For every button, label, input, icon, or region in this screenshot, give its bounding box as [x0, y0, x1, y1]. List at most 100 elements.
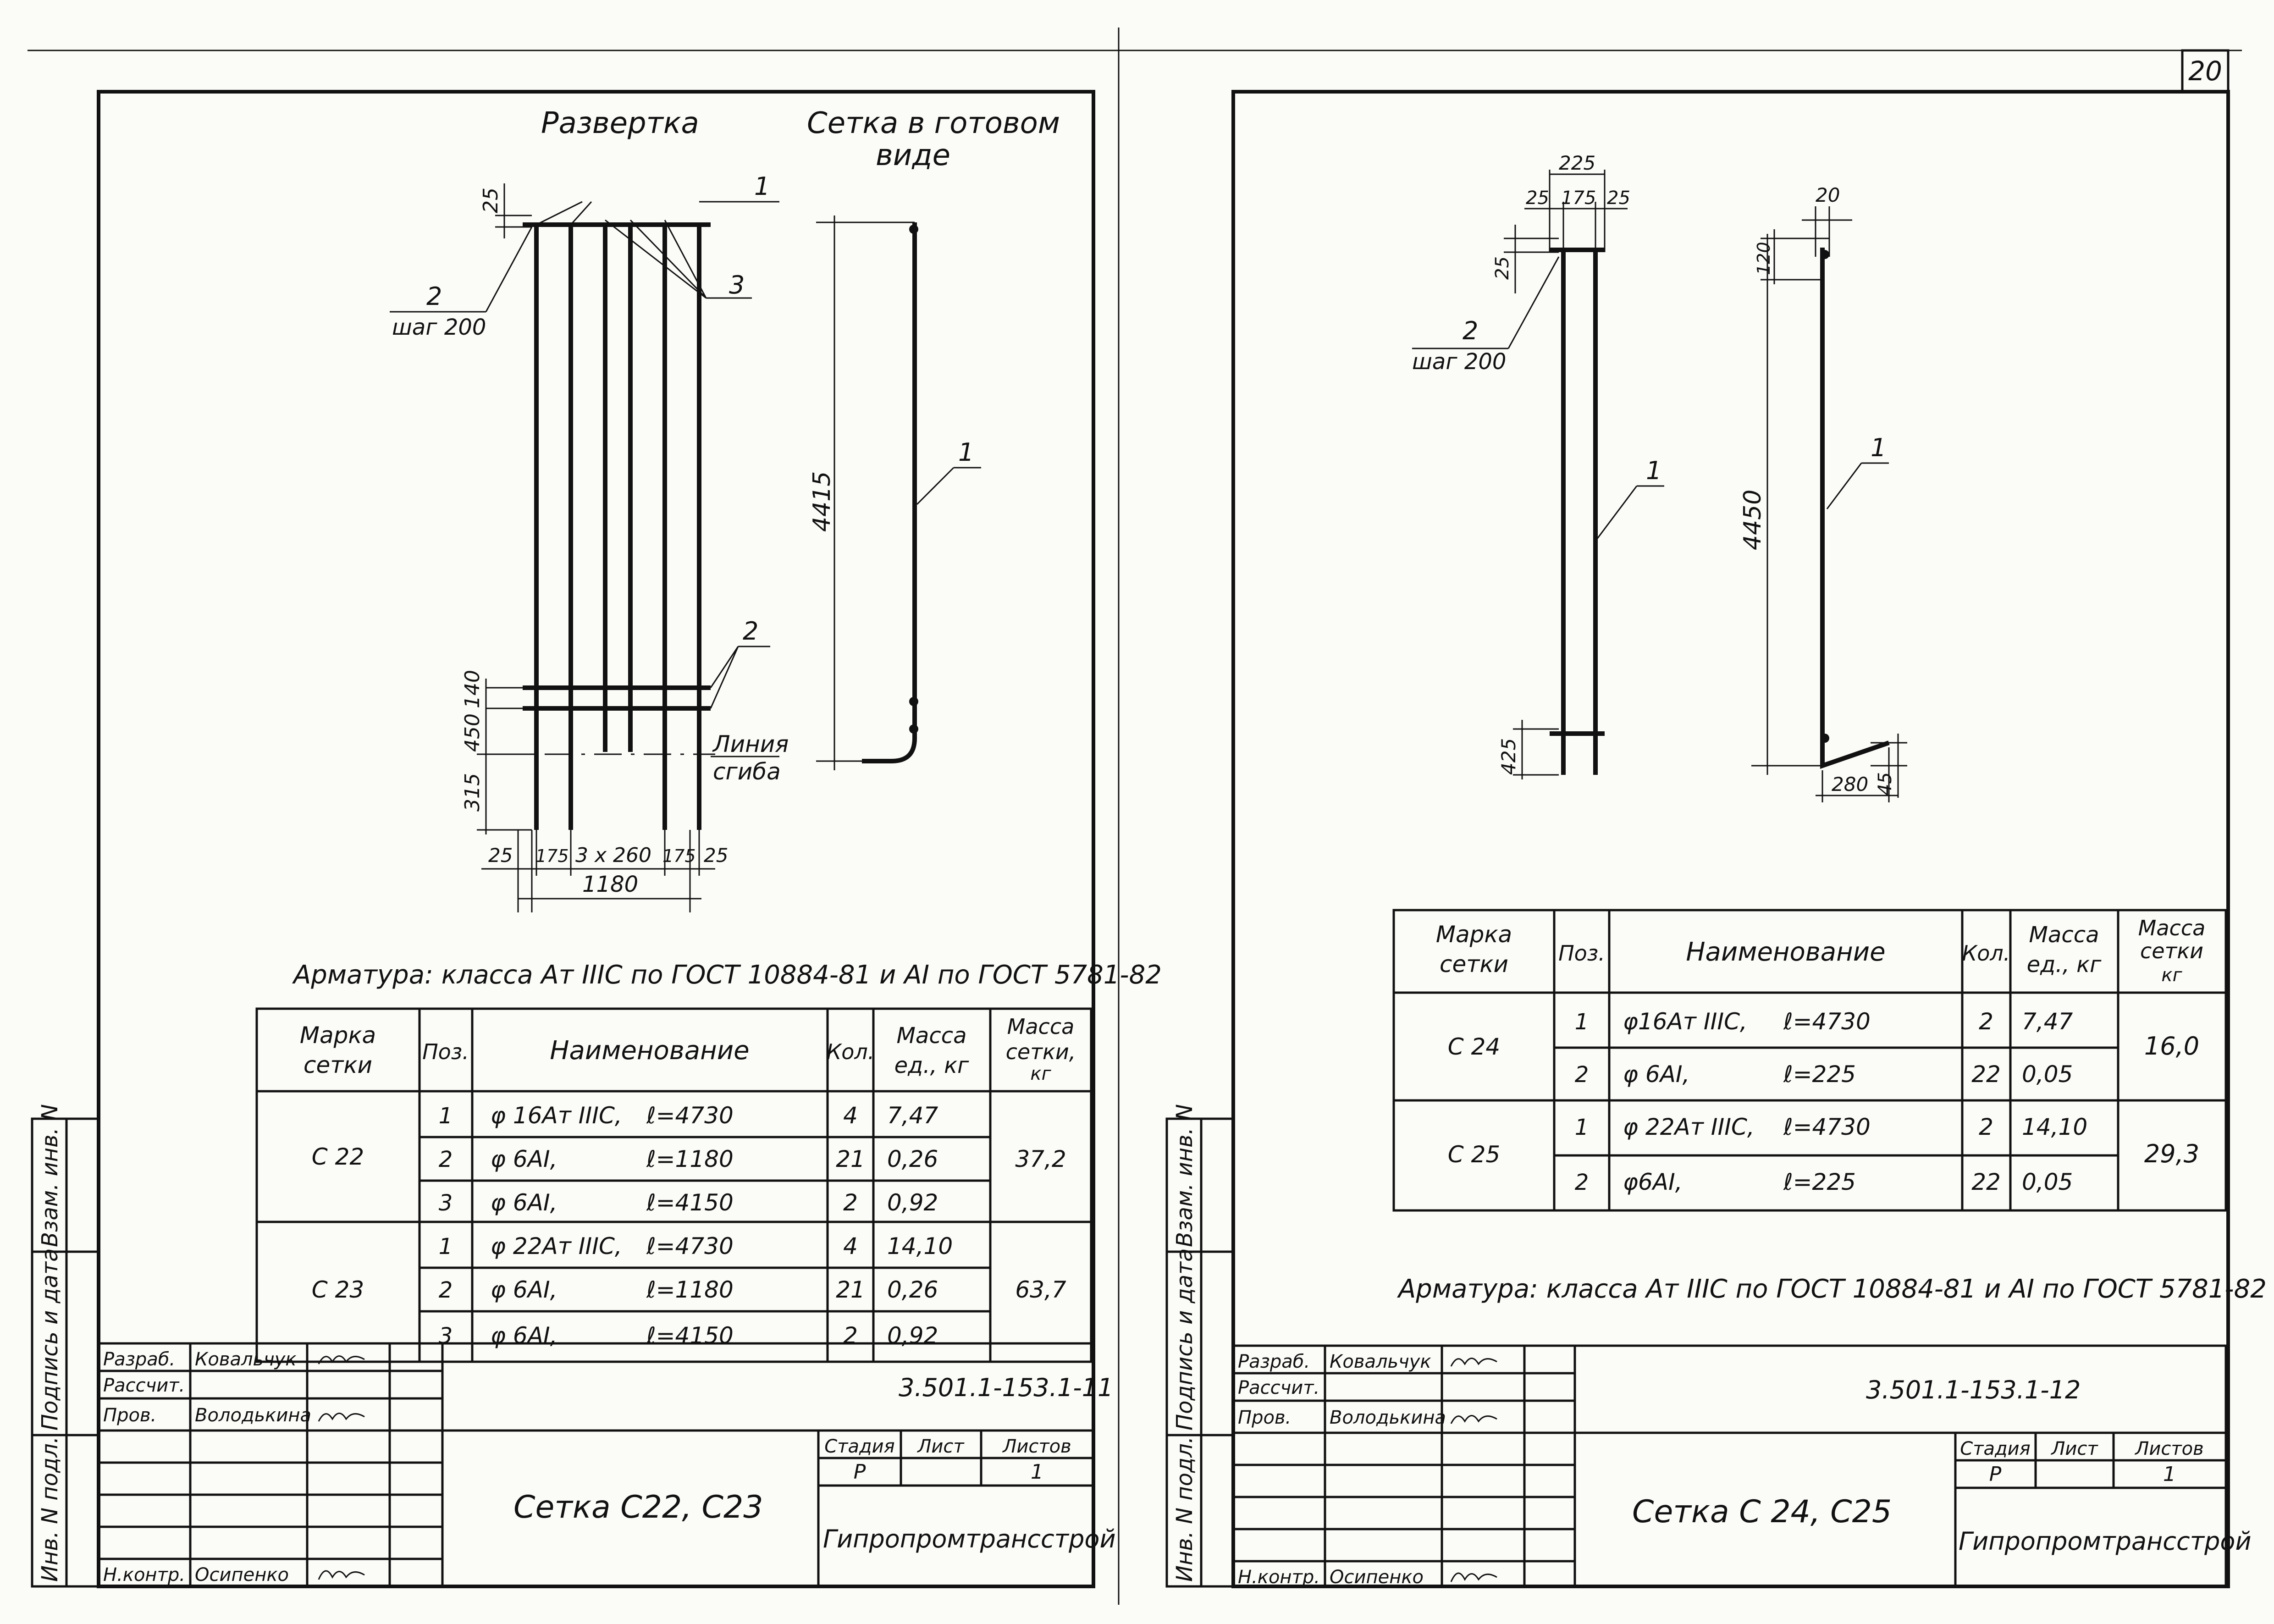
- document-code-r: 3.501.1-153.1-12: [1866, 1375, 2081, 1404]
- dim-45-r: 45: [1875, 772, 1896, 795]
- table-cell: С 22: [312, 1143, 364, 1170]
- title-unfolded: Развертка: [541, 106, 699, 140]
- svg-text:2: 2: [843, 1189, 858, 1216]
- svg-text:Володькина: Володькина: [1330, 1407, 1446, 1428]
- svg-text:0,92: 0,92: [887, 1189, 938, 1216]
- svg-text:Пров.: Пров.: [1238, 1407, 1291, 1428]
- svg-text:1: 1: [1575, 1009, 1589, 1035]
- svg-text:Поз.: Поз.: [422, 1039, 469, 1064]
- dim-140: 140: [461, 670, 484, 708]
- svg-text:0,05: 0,05: [2022, 1169, 2073, 1195]
- dim-3x260: 3 x 260: [575, 844, 651, 867]
- svg-text:2: 2: [1979, 1114, 1993, 1140]
- callout-2: 2: [426, 282, 442, 311]
- svg-text:Стадия: Стадия: [824, 1436, 894, 1457]
- svg-text:Масса: Масса: [1007, 1014, 1075, 1039]
- bend-line-1: Линия: [712, 731, 789, 757]
- svg-text:1: 1: [439, 1234, 453, 1259]
- rebar-note-right: Арматура: класса Ат IIIС по ГОСТ 10884-8…: [1397, 1274, 2267, 1304]
- svg-text:Разраб.: Разраб.: [1238, 1351, 1310, 1372]
- svg-text:φ 16Ат IIIС,: φ 16Ат IIIС,: [491, 1102, 622, 1129]
- svg-text:4: 4: [843, 1102, 858, 1129]
- svg-text:1: 1: [2163, 1463, 2176, 1486]
- document-code: 3.501.1-153.1-11: [899, 1373, 1113, 1402]
- stamp-title-r: Сетка С 24, С25: [1632, 1494, 1892, 1530]
- right-signatures: [1450, 1358, 1497, 1582]
- dim-25a-r: 25: [1526, 188, 1549, 209]
- sheet-frames: [28, 28, 2242, 1605]
- table-cell: 63,7: [1015, 1276, 1066, 1303]
- dim-120-r: 120: [1754, 242, 1774, 275]
- table-cell: 37,2: [1015, 1146, 1066, 1172]
- right-stamp: [1232, 1344, 2227, 1588]
- left-unfolded-mesh: [390, 183, 779, 912]
- dim-4415: 4415: [808, 471, 836, 532]
- stamp-title: Сетка С22, С23: [513, 1489, 763, 1525]
- svg-text:22: 22: [1971, 1169, 2001, 1195]
- table-cell: С 23: [312, 1276, 364, 1303]
- svg-text:Рассчит.: Рассчит.: [1238, 1377, 1319, 1398]
- callout-1a-r: 1: [1646, 456, 1661, 485]
- svg-text:Пров.: Пров.: [103, 1405, 156, 1426]
- svg-text:0,26: 0,26: [887, 1146, 938, 1172]
- side-label-signature-r: Подпись и дата: [1172, 1248, 1198, 1431]
- svg-text:Поз.: Поз.: [1558, 941, 1605, 966]
- right-table-header: Марка сетки Поз. Наименование Кол. Масса…: [1436, 916, 2206, 986]
- svg-text:0,05: 0,05: [2022, 1061, 2073, 1088]
- svg-text:сетки: сетки: [304, 1052, 372, 1078]
- svg-text:φ16Ат IIIС,: φ16Ат IIIС,: [1623, 1008, 1747, 1035]
- callout-1b-r: 1: [1871, 433, 1886, 462]
- svg-text:2: 2: [1575, 1170, 1589, 1195]
- svg-text:φ 22Ат IIIС,: φ 22Ат IIIС,: [491, 1233, 622, 1259]
- svg-text:Р: Р: [1989, 1463, 2002, 1486]
- svg-text:φ 6АI,: φ 6АI,: [491, 1276, 557, 1303]
- callout-2b: 2: [743, 617, 758, 646]
- svg-text:Рассчит.: Рассчит.: [103, 1375, 185, 1396]
- svg-text:сетки,: сетки,: [1006, 1039, 1076, 1064]
- organization: Гипропромтрансстрой: [823, 1525, 1116, 1553]
- svg-text:Осипенко: Осипенко: [1330, 1567, 1424, 1588]
- svg-text:φ 6АI,: φ 6АI,: [491, 1146, 557, 1172]
- right-stamp-text: Разраб. Рассчит. Пров. Н.контр. Ковальчу…: [1238, 1351, 2252, 1588]
- svg-text:Володькина: Володькина: [195, 1405, 311, 1426]
- svg-text:ℓ=4730: ℓ=4730: [646, 1102, 734, 1129]
- right-finished-mesh: [1751, 206, 1907, 802]
- left-signatures: [318, 1355, 365, 1580]
- side-label-signature: Подпись и дата: [37, 1248, 63, 1431]
- svg-text:Разраб.: Разраб.: [103, 1349, 175, 1370]
- dim-25v-r: 25: [1492, 256, 1513, 280]
- svg-text:ед., кг: ед., кг: [2027, 952, 2102, 978]
- svg-text:7,47: 7,47: [2022, 1008, 2073, 1035]
- svg-text:Лист: Лист: [2050, 1438, 2098, 1459]
- svg-text:1: 1: [1575, 1115, 1589, 1140]
- table-cell: С 24: [1448, 1033, 1500, 1060]
- dim-175b: 175: [662, 846, 696, 866]
- svg-text:Масса: Масса: [2138, 916, 2206, 940]
- svg-text:3: 3: [439, 1190, 453, 1216]
- dim-25b-r: 25: [1607, 188, 1630, 209]
- svg-text:1: 1: [1031, 1460, 1043, 1484]
- left-table-header: Марка сетки Поз. Наименование Кол. Масса…: [300, 1014, 1076, 1084]
- svg-text:2: 2: [1979, 1008, 1993, 1035]
- svg-text:ℓ=4730: ℓ=4730: [646, 1233, 734, 1259]
- svg-text:7,47: 7,47: [887, 1102, 938, 1129]
- svg-text:21: 21: [836, 1276, 865, 1303]
- side-label-replace-r: Взам. инв. N: [1172, 1104, 1198, 1247]
- svg-text:Р: Р: [854, 1460, 866, 1484]
- step-label-r: шаг 200: [1412, 349, 1506, 375]
- svg-text:Стадия: Стадия: [1960, 1438, 2030, 1459]
- svg-text:Н.контр.: Н.контр.: [103, 1564, 185, 1585]
- svg-text:Кол.: Кол.: [827, 1039, 875, 1064]
- left-stamp: [97, 1342, 1095, 1588]
- svg-text:Листов: Листов: [2134, 1438, 2203, 1459]
- table-cell: 29,3: [2144, 1139, 2199, 1168]
- svg-text:Ковальчук: Ковальчук: [195, 1349, 297, 1370]
- dim-175-r: 175: [1561, 188, 1596, 209]
- svg-text:кг: кг: [2161, 965, 2182, 986]
- dim-425-r: 425: [1497, 738, 1520, 775]
- svg-text:2: 2: [843, 1322, 858, 1349]
- svg-text:0,92: 0,92: [887, 1322, 938, 1349]
- svg-text:ℓ=225: ℓ=225: [1783, 1169, 1856, 1195]
- svg-text:Лист: Лист: [916, 1436, 965, 1457]
